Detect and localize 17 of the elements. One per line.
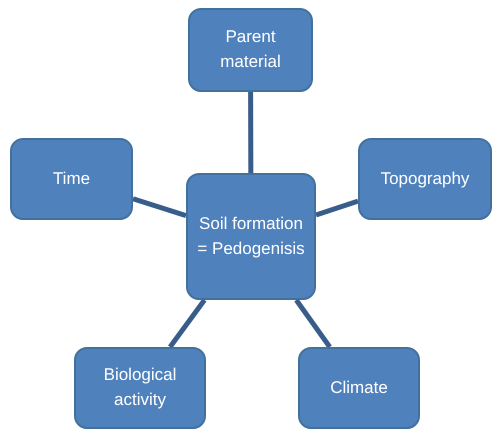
factor-box	[10, 138, 133, 220]
connector-line	[294, 298, 332, 348]
connector-line	[248, 92, 254, 173]
box-label: Time	[52, 168, 90, 190]
box-label: Soil formation = Pedogenisis	[196, 212, 306, 260]
factor-box	[358, 138, 492, 220]
connector-line	[132, 196, 187, 218]
factor-box	[186, 173, 316, 300]
factor-box	[298, 347, 420, 429]
factor-box	[74, 347, 206, 429]
connector-line	[168, 298, 206, 348]
box-label: Topography	[380, 168, 470, 190]
box-label: Parent material	[219, 26, 282, 73]
factor-box	[188, 8, 313, 92]
box-label: Climate	[330, 376, 388, 399]
box-label: Biological activity	[102, 364, 178, 411]
connector-line	[315, 198, 359, 218]
